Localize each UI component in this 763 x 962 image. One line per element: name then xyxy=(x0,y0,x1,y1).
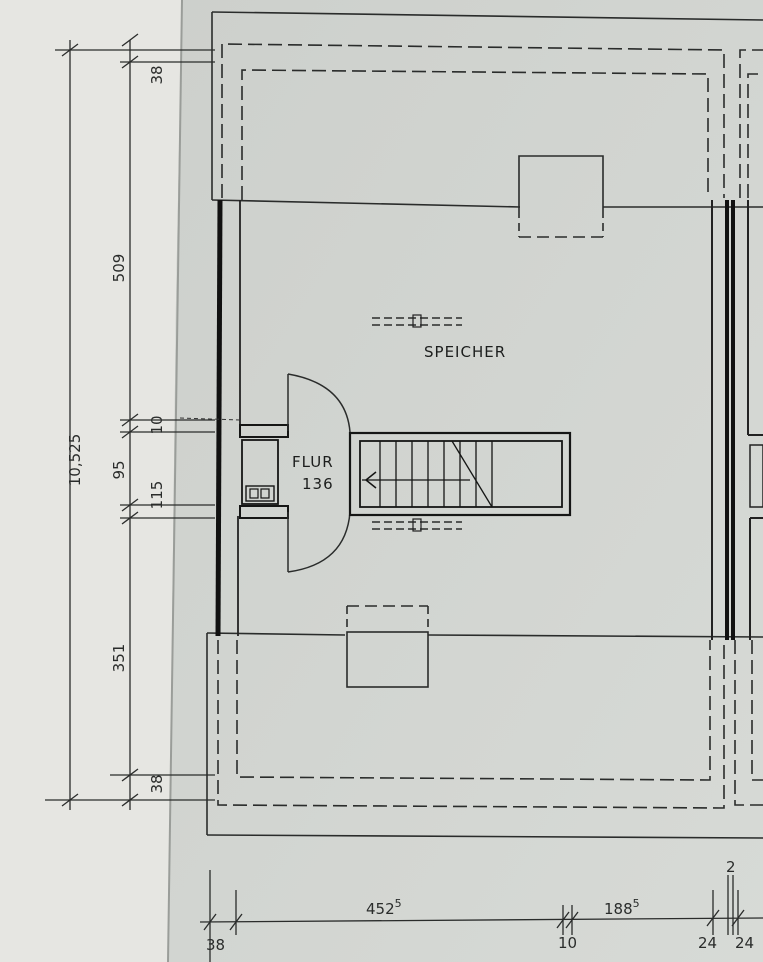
dim-span-main-sup: 5 xyxy=(395,897,402,910)
dim-span-main-value: 452 xyxy=(366,900,395,918)
staircase xyxy=(348,431,572,517)
roof-dashed-upper xyxy=(221,43,763,200)
sheet-edge xyxy=(167,0,183,962)
dim-bottom-wall: 38 xyxy=(148,774,166,793)
building-outline xyxy=(206,11,763,839)
dim-wall-b: 24 xyxy=(735,934,754,952)
dim-lower-depth: 351 xyxy=(110,644,128,673)
roof-dashed-lower xyxy=(217,640,763,809)
dim-span-second: 1885 xyxy=(604,897,640,918)
main-paper-sheet xyxy=(168,0,763,962)
left-paper-sheet xyxy=(0,0,182,962)
dim-wall-a: 24 xyxy=(698,934,717,952)
dim-left-wall: 38 xyxy=(206,936,225,954)
room-label-flur: FLUR xyxy=(292,453,334,471)
beam-marker-lower xyxy=(412,518,422,532)
horizontal-dimension-lines xyxy=(199,870,763,962)
flur-walls xyxy=(239,424,289,519)
roof-window-upper xyxy=(518,155,604,238)
dim-span-second-sup: 5 xyxy=(633,897,640,910)
dim-span-second-value: 188 xyxy=(604,900,633,918)
walls xyxy=(215,199,763,640)
beam-marks xyxy=(372,317,462,530)
dim-gap-upper: 10 xyxy=(148,415,166,434)
door-swings xyxy=(287,373,351,573)
dim-flur-depth: 95 xyxy=(110,460,128,479)
dim-speicher-depth: 509 xyxy=(110,254,128,283)
dim-span-main: 4525 xyxy=(366,897,402,918)
beam-marker-upper xyxy=(412,314,422,328)
dim-gap-a: 10 xyxy=(558,934,577,952)
dim-small-top: 2 xyxy=(726,858,736,876)
room-area-flur: 136 xyxy=(302,475,334,493)
room-label-speicher: SPEICHER xyxy=(424,343,506,361)
leader-line xyxy=(179,417,241,421)
roof-window-lower xyxy=(346,605,429,688)
dim-total-height: 10,525 xyxy=(66,434,84,487)
vertical-dimension-lines xyxy=(45,33,215,810)
dim-top-wall: 38 xyxy=(148,65,166,84)
dim-gap-lower: 115 xyxy=(148,481,166,510)
